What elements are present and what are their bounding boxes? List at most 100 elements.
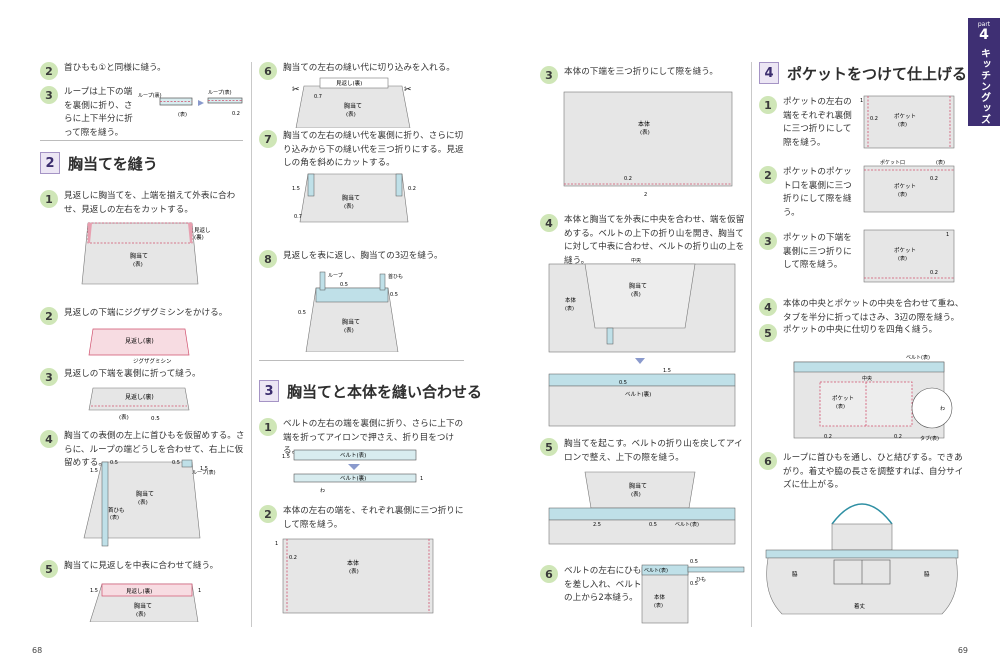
pocket-sub: (表) bbox=[898, 191, 907, 198]
step-text: 本体の中央とポケットの中央を合わせて重ね、タブを半分に折ってはさみ、3辺の際を縫… bbox=[783, 299, 964, 323]
dim: 0.5 bbox=[390, 292, 398, 298]
wa-label: わ bbox=[940, 405, 945, 412]
step-text: 本体の左右の端を、それぞれ裏側に三つ折りにして際を縫う。 bbox=[283, 506, 464, 530]
step-number: 3 bbox=[40, 86, 58, 104]
step-2-4: 4 胸当ての表側の左上に首ひもを仮留めする。さらに、ループの端どうしを合わせて、… bbox=[40, 430, 245, 471]
step-text: 見返しの下端にジグザグミシンをかける。 bbox=[64, 308, 228, 318]
bib-notch-diagram: 見返し(裏) 胸当て (表) 0.7 ✂ ✂ bbox=[292, 77, 412, 128]
belt-topstitch-diagram: 胸当て (表) ベルト(表) 2.5 0.5 bbox=[548, 471, 736, 545]
bib-sub: (表) bbox=[631, 290, 641, 298]
body-sub: (表) bbox=[565, 305, 574, 312]
column-divider bbox=[751, 62, 752, 627]
bib-belt-attach-diagram: 中央 胸当て (表) 本体 (表) ベルト(裏) 1.5 0.5 bbox=[548, 258, 736, 427]
step-text: 見返しを表に返し、胸当ての3辺を縫う。 bbox=[283, 251, 443, 261]
pocket-sides-diagram: ポケット (表) 1 0.2 bbox=[860, 95, 955, 149]
bib-label: 胸当て bbox=[344, 102, 362, 110]
bib-topstitch-diagram: ループ 首ひも 胸当て (表) 0.5 0.5 0.5 bbox=[298, 271, 403, 352]
loop-label: ループ(表) bbox=[208, 89, 232, 96]
step-number: 4 bbox=[40, 430, 58, 448]
bib-label: 胸当て bbox=[629, 282, 647, 290]
step-text: 首ひもも①と同様に縫う。 bbox=[64, 63, 166, 73]
separator bbox=[259, 360, 464, 361]
step-number: 4 bbox=[759, 298, 777, 316]
chapter-tab: part 4 キッチングッズ bbox=[968, 18, 1000, 126]
step-2-5: 5 胸当てに見返しを中表に合わせて縫う。 bbox=[40, 560, 245, 578]
dim: 0.5 bbox=[172, 460, 180, 466]
step-text: ポケットの左右の端をそれぞれ裏側に三つ折りにして際を縫う。 bbox=[783, 97, 852, 148]
step-text: 見返しの下端を裏側に折って縫う。 bbox=[64, 369, 201, 379]
step-text: ベルトの左右にひもを差し入れ、ベルトの上から2本縫う。 bbox=[564, 566, 642, 603]
facing-sub: (裏) bbox=[194, 233, 204, 241]
step-text: ループは上下の端を裏側に折り、さらに上下半分に折って際を縫う。 bbox=[64, 87, 133, 138]
dim: 0.5 bbox=[110, 460, 118, 466]
separator bbox=[40, 140, 243, 141]
body-label: 本体 bbox=[638, 120, 650, 128]
neck-strap-diagram: 胸当て (表) 首ひも (表) ループ(表) 0.5 1.5 0.5 1.5 bbox=[83, 459, 216, 547]
wa-label: わ bbox=[320, 487, 325, 494]
belt-label: ベルト(表) bbox=[675, 521, 699, 528]
dim: 0.5 bbox=[340, 282, 348, 288]
dim: 1 bbox=[946, 232, 949, 238]
step-2-3: 3 見返しの下端を裏側に折って縫う。 bbox=[40, 368, 245, 386]
body-sub: (表) bbox=[349, 567, 359, 575]
dim: 0.2 bbox=[870, 116, 878, 122]
step-text: ベルトの左右の端を裏側に折り、さらに上下の端を折ってアイロンで押さえ、折り目をつ… bbox=[283, 419, 464, 456]
step-2-7: 7 胸当ての左右の縫い代を裏側に折り、さらに切り込みから下の縫い代を三つ折りにす… bbox=[259, 130, 464, 171]
step-number: 2 bbox=[40, 307, 58, 325]
dim: 1 bbox=[420, 476, 423, 482]
step-4-6: 6 ループに首ひもを通し、ひと結びする。できあがり。着丈や脇の長さを調整すれば、… bbox=[759, 452, 969, 493]
bib-sew-diagram: 見返し(裏) 胸当て (表) 1.5 1 bbox=[89, 583, 201, 622]
body-label: 本体 bbox=[347, 559, 359, 567]
step-3-2: 2 本体の左右の端を、それぞれ裏側に三つ折りにして際を縫う。 bbox=[259, 505, 464, 532]
body-sub: (表) bbox=[654, 602, 663, 609]
step-number: 8 bbox=[259, 250, 277, 268]
step-1-3: 3 ループは上下の端を裏側に折り、さらに上下半分に折って際を縫う。 bbox=[40, 86, 140, 140]
dim: 1.5 bbox=[90, 588, 98, 594]
step-number: 3 bbox=[759, 232, 777, 250]
step-text: 胸当てを起こす。ベルトの折り山を戻してアイロンで整え、上下の際を縫う。 bbox=[564, 439, 743, 463]
pocket-label: ポケット bbox=[894, 113, 916, 120]
tab-label: タブ(表) bbox=[920, 435, 939, 442]
step-number: 4 bbox=[540, 214, 558, 232]
facing-label: 見返し bbox=[194, 227, 211, 234]
right-page: part 4 キッチングッズ 3 本体の下端を三つ折りにして際を縫う。 本体 (… bbox=[500, 0, 1000, 661]
step-text: ポケットの下端を裏側に三つ折りにして際を縫う。 bbox=[783, 233, 852, 270]
step-number: 3 bbox=[40, 368, 58, 386]
side-label: 脇 bbox=[924, 571, 930, 578]
belt-label: ベルト(表) bbox=[340, 451, 366, 459]
facing-zigzag-diagram: 見返し(裏) ジグザグミシン bbox=[88, 328, 190, 365]
column-divider bbox=[251, 62, 252, 627]
step-text: ポケットのポケット口を裏側に三つ折りにして際を縫う。 bbox=[783, 167, 852, 218]
dim: 1.5 bbox=[292, 186, 300, 192]
pocket-mouth-diagram: ポケット口 ポケット (表) (表) 0.2 bbox=[863, 159, 955, 213]
section-number: 3 bbox=[259, 380, 279, 402]
step-text: 胸当ての左右の縫い代に切り込みを入れる。 bbox=[283, 63, 455, 73]
loop-label: ループ(裏) bbox=[138, 92, 162, 99]
bib-sub: (表) bbox=[138, 498, 148, 506]
facing-label: 見返し(裏) bbox=[125, 393, 154, 401]
dim: 0.2 bbox=[824, 434, 832, 440]
step-number: 2 bbox=[40, 62, 58, 80]
section-number: 4 bbox=[759, 62, 779, 84]
side-label: 脇 bbox=[792, 571, 798, 578]
part-label: part bbox=[977, 21, 991, 28]
step-text: 胸当てに見返しを中表に合わせて縫う。 bbox=[64, 561, 219, 571]
dim: 0.2 bbox=[930, 270, 938, 276]
body-bottom-hem-diagram: 本体 (表) 0.2 2 bbox=[563, 91, 733, 198]
pocket-label: ポケット bbox=[832, 395, 854, 402]
dim: 0.5 bbox=[298, 310, 306, 316]
step-2-6: 6 胸当ての左右の縫い代に切り込みを入れる。 bbox=[259, 62, 464, 80]
dim: 1 bbox=[198, 588, 201, 594]
dim: 2 bbox=[644, 192, 647, 198]
bib-label: 胸当て bbox=[342, 194, 360, 202]
step-text: ループに首ひもを通し、ひと結びする。できあがり。着丈や脇の長さを調整すれば、自分… bbox=[783, 453, 964, 490]
dim: 0.5 bbox=[619, 380, 627, 386]
mouth-label: ポケット口 bbox=[880, 159, 905, 166]
pocket-sub: (表) bbox=[836, 403, 845, 410]
step-2-1: 1 見返しに胸当てを、上端を揃えて外表に合わせ、見返しの左右をカットする。 bbox=[40, 190, 245, 217]
step-r-5: 5 胸当てを起こす。ベルトの折り山を戻してアイロンで整え、上下の際を縫う。 bbox=[540, 438, 750, 465]
bib-sub: (表) bbox=[136, 610, 146, 618]
dim: 1 bbox=[860, 98, 863, 104]
step-r-4: 4 本体と胸当てを外表に中央を合わせ、端を仮留めする。ベルトの上下の折り山を開き… bbox=[540, 214, 750, 268]
step-1-2: 2 首ひもも①と同様に縫う。 bbox=[40, 62, 240, 80]
